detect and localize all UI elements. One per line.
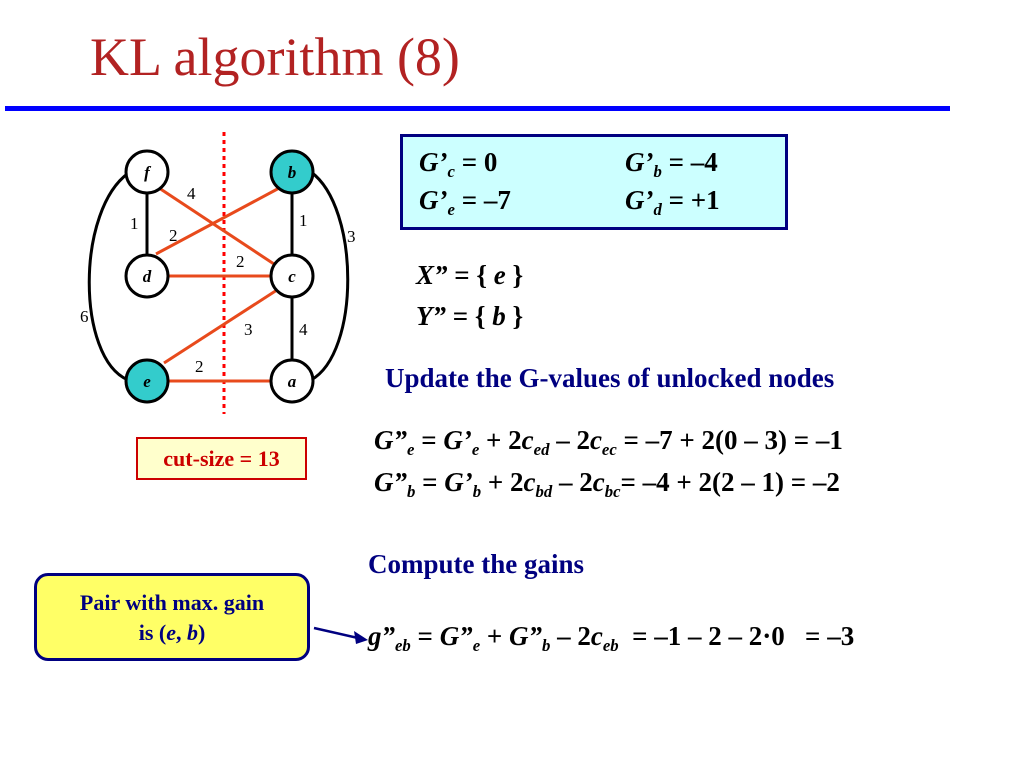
pair-callout: Pair with max. gain is (e, b) — [34, 573, 310, 661]
edge-d-b — [155, 184, 284, 256]
svg-text:f: f — [144, 163, 152, 182]
weight-c-a: 4 — [299, 320, 308, 339]
set-x: X” = { e } — [416, 260, 524, 290]
cut-size-box: cut-size = 13 — [136, 437, 307, 480]
g-b-value: G’b = –4 — [625, 147, 718, 181]
node-d: d — [124, 253, 170, 299]
title-divider — [5, 106, 950, 111]
g-d-value: G’d = +1 — [625, 185, 720, 219]
weight-b-c: 1 — [299, 211, 308, 230]
svg-text:b: b — [288, 163, 297, 182]
partition-graph: 4 1 2 1 3 2 6 3 4 2 f b d c e a — [80, 132, 356, 414]
node-b: b — [269, 149, 315, 195]
weight-d-c: 2 — [236, 252, 245, 271]
svg-text:d: d — [143, 267, 152, 286]
node-a: a — [269, 358, 315, 404]
weight-f-b: 4 — [187, 184, 196, 203]
weight-b-a: 3 — [347, 227, 356, 246]
weight-e-c: 3 — [244, 320, 253, 339]
weight-f-c: 2 — [169, 226, 178, 245]
node-e: e — [124, 358, 170, 404]
pair-line-1: Pair with max. gain — [79, 590, 265, 615]
edge-f-c — [155, 184, 284, 272]
weight-f-e: 6 — [80, 307, 89, 326]
node-c: c — [269, 253, 315, 299]
node-f: f — [124, 149, 170, 195]
set-y: Y” = { b } — [416, 301, 524, 331]
g-values-box: G’c = 0 G’b = –4 G’e = –7 G’d = +1 — [400, 134, 788, 230]
g-e-value: G’e = –7 — [419, 185, 511, 219]
svg-text:c: c — [288, 267, 296, 286]
formula-g-b: G”b = G’b + 2cbd – 2cbc= –4 + 2(2 – 1) =… — [374, 467, 840, 501]
weight-e-a: 2 — [195, 357, 204, 376]
arrow-icon — [313, 626, 368, 644]
svg-text:a: a — [288, 372, 297, 391]
update-heading: Update the G-values of unlocked nodes — [385, 363, 835, 393]
edge-e-c — [163, 288, 278, 365]
slide-title: KL algorithm (8) — [90, 27, 460, 87]
pair-line-2: is (e, b) — [138, 620, 206, 645]
weight-f-d: 1 — [130, 214, 139, 233]
edge-f-e — [87, 170, 131, 382]
formula-g-e: G”e = G’e + 2ced – 2cec = –7 + 2(0 – 3) … — [374, 425, 843, 459]
edge-b-a — [310, 170, 350, 382]
formula-gain: g”eb = G”e + G”b – 2ceb = –1 – 2 – 2·0 =… — [368, 621, 855, 655]
compute-heading: Compute the gains — [368, 549, 585, 579]
g-c-value: G’c = 0 — [419, 147, 498, 181]
svg-text:e: e — [143, 372, 151, 391]
